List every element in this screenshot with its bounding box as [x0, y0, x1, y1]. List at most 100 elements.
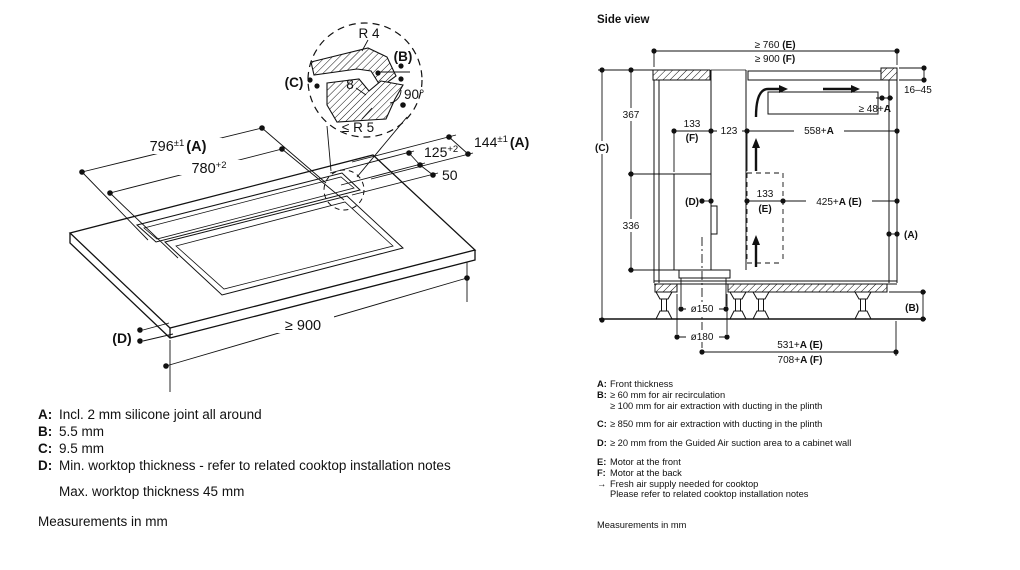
dim-50-label: 50 — [442, 167, 458, 183]
dim-133f-label: 133 — [684, 119, 701, 130]
dim-A-label: (A) — [904, 230, 918, 241]
dim-D-thickness — [137, 322, 174, 344]
dim-D-label-side: (D) — [685, 197, 699, 208]
legend-key-D: D: — [597, 438, 607, 449]
dim-125-label: 125+2 — [424, 144, 458, 160]
dim-C-label: (C) — [595, 143, 609, 154]
legend-item-C: C: 9.5 mm — [38, 440, 451, 457]
dim-16-45-label: 16–45 — [904, 85, 932, 96]
duct-foot — [678, 269, 731, 279]
cooktop-body — [747, 70, 882, 81]
legend-key-D: D: — [38, 458, 53, 473]
legend-text-A: Front thickness — [610, 379, 674, 389]
units-note-left: Measurements in mm — [38, 514, 168, 529]
worktop-cutout-diagram: 796±1(A) 780+2 144±1(A) 125+2 50 ≥ 900 (… — [68, 22, 529, 392]
dim-133e-ref: (E) — [758, 204, 771, 215]
legend-key-C: C: — [38, 441, 53, 456]
cabinet-feet — [655, 291, 872, 320]
recirculation-housing — [767, 91, 879, 115]
detail-worktop-step — [326, 78, 404, 123]
side-view-diagram: Side view ≥ 760 (E) ≥ 900 (F) 16–45 367 … — [590, 14, 932, 366]
airflow-arrows — [752, 85, 860, 267]
legend-item-B: B: 5.5 mm — [38, 423, 451, 440]
motor-box — [673, 173, 712, 271]
legend-item-B: B:≥ 60 mm for air recirculation — [597, 390, 851, 401]
legend-text-B: 5.5 mm — [59, 424, 105, 439]
dim-133f-ref: (F) — [686, 133, 699, 144]
dim-367-label: 367 — [623, 110, 640, 121]
legend-item-C: C:≥ 850 mm for air extraction with ducti… — [597, 419, 851, 430]
legend-text-D: ≥ 20 mm from the Guided Air suction area… — [610, 438, 852, 449]
fresh-air-arrow-icon: → — [597, 478, 607, 489]
legend-key-F: F: — [597, 467, 606, 478]
worktop-slab — [68, 154, 477, 339]
legend-text-B1: ≥ 60 mm for air recirculation — [610, 389, 726, 400]
vent-slot-cutout — [135, 172, 362, 243]
legend-text-fresh-air: Fresh air supply needed for cooktop — [610, 478, 759, 489]
dim-900-label: ≥ 900 — [285, 318, 321, 334]
legend-text-A: Incl. 2 mm silicone joint all around — [59, 407, 262, 422]
side-view-title: Side view — [597, 14, 649, 26]
legend-text-E: Motor at the front — [610, 456, 681, 467]
legend-text-C: 9.5 mm — [59, 441, 105, 456]
legend-item-F: F: Motor at the back — [597, 468, 851, 479]
dim-123-label: 123 — [721, 126, 738, 137]
dim-top-900-label: ≥ 900 (F) — [755, 54, 796, 65]
legend-item-A: A: Incl. 2 mm silicone joint all around — [38, 406, 451, 423]
legend-text-C: ≥ 850 mm for air extraction with ducting… — [610, 419, 823, 430]
max-thickness-note: Max. worktop thickness 45 mm — [59, 484, 245, 499]
plinth-right — [727, 283, 888, 293]
legend-item-D: D:≥ 20 mm from the Guided Air suction ar… — [597, 438, 851, 449]
duct-connector — [710, 205, 718, 235]
worktop-left-section — [652, 69, 711, 81]
dim-336-label: 336 — [623, 221, 640, 232]
dim-180-label: ø180 — [691, 332, 714, 343]
cooktop-cutout — [163, 195, 405, 296]
units-note-right: Measurements in mm — [597, 520, 687, 531]
detail-callout — [307, 22, 423, 211]
legend-item-A: A:Front thickness — [597, 379, 851, 390]
detail-c-label: (C) — [285, 75, 304, 90]
worktop-legend: A: Incl. 2 mm silicone joint all around B… — [38, 406, 451, 530]
legend-key-A: A: — [597, 379, 607, 389]
legend-key-E: E: — [597, 456, 607, 467]
detail-r4-label: R 4 — [358, 26, 380, 41]
dim-144-label: 144±1(A) — [474, 134, 529, 150]
legend-item-fresh-air-2: Please refer to related cooktop installa… — [610, 489, 809, 500]
dim-558-label: 558+A — [804, 126, 834, 137]
dim-708-label: 708+A (F) — [778, 355, 823, 366]
legend-key-B: B: — [597, 389, 607, 400]
detail-step-label: 8 — [346, 77, 354, 92]
legend-text-F: Motor at the back — [610, 467, 682, 478]
plinth-left — [654, 283, 678, 293]
dim-48-label: ≥ 48+A — [859, 104, 891, 115]
side-view-legend: A:Front thickness B:≥ 60 mm for air reci… — [597, 379, 851, 531]
dim-top-760-label: ≥ 760 (E) — [754, 40, 795, 51]
dim-133e-label: 133 — [757, 189, 774, 200]
legend-key-C: C: — [597, 419, 607, 430]
duct-motor-front-dashed — [746, 172, 784, 264]
legend-item-D: D: Min. worktop thickness - refer to rela… — [38, 457, 451, 474]
worktop-right-section — [880, 67, 898, 81]
dim-531-label: 531+A (E) — [777, 340, 823, 351]
legend-item-B2: ≥ 100 mm for air extraction with ducting… — [610, 400, 823, 411]
fresh-air-curved-arrow — [754, 87, 780, 118]
side-view-dimensions — [598, 48, 927, 356]
legend-text-D: Min. worktop thickness - refer to relate… — [59, 458, 451, 473]
dim-B-label: (B) — [905, 303, 919, 314]
legend-key-B: B: — [38, 424, 53, 439]
detail-b-label: (B) — [394, 49, 413, 64]
legend-item-E: E:Motor at the front — [597, 457, 851, 468]
detail-r5-label: ≤ R 5 — [342, 120, 374, 135]
dim-150-label: ø150 — [691, 304, 714, 315]
legend-item-fresh-air: →Fresh air supply needed for cooktop — [597, 479, 851, 490]
dim-D-label: (D) — [112, 330, 131, 346]
dim-425-label: 425+A (E) — [816, 197, 862, 208]
dim-780-label: 780+2 — [191, 160, 226, 177]
dim-796-label: 796±1(A) — [150, 138, 207, 155]
dim-144-125-50 — [329, 134, 474, 196]
legend-key-A: A: — [38, 407, 53, 422]
detail-angle-label: 90° — [404, 87, 424, 102]
